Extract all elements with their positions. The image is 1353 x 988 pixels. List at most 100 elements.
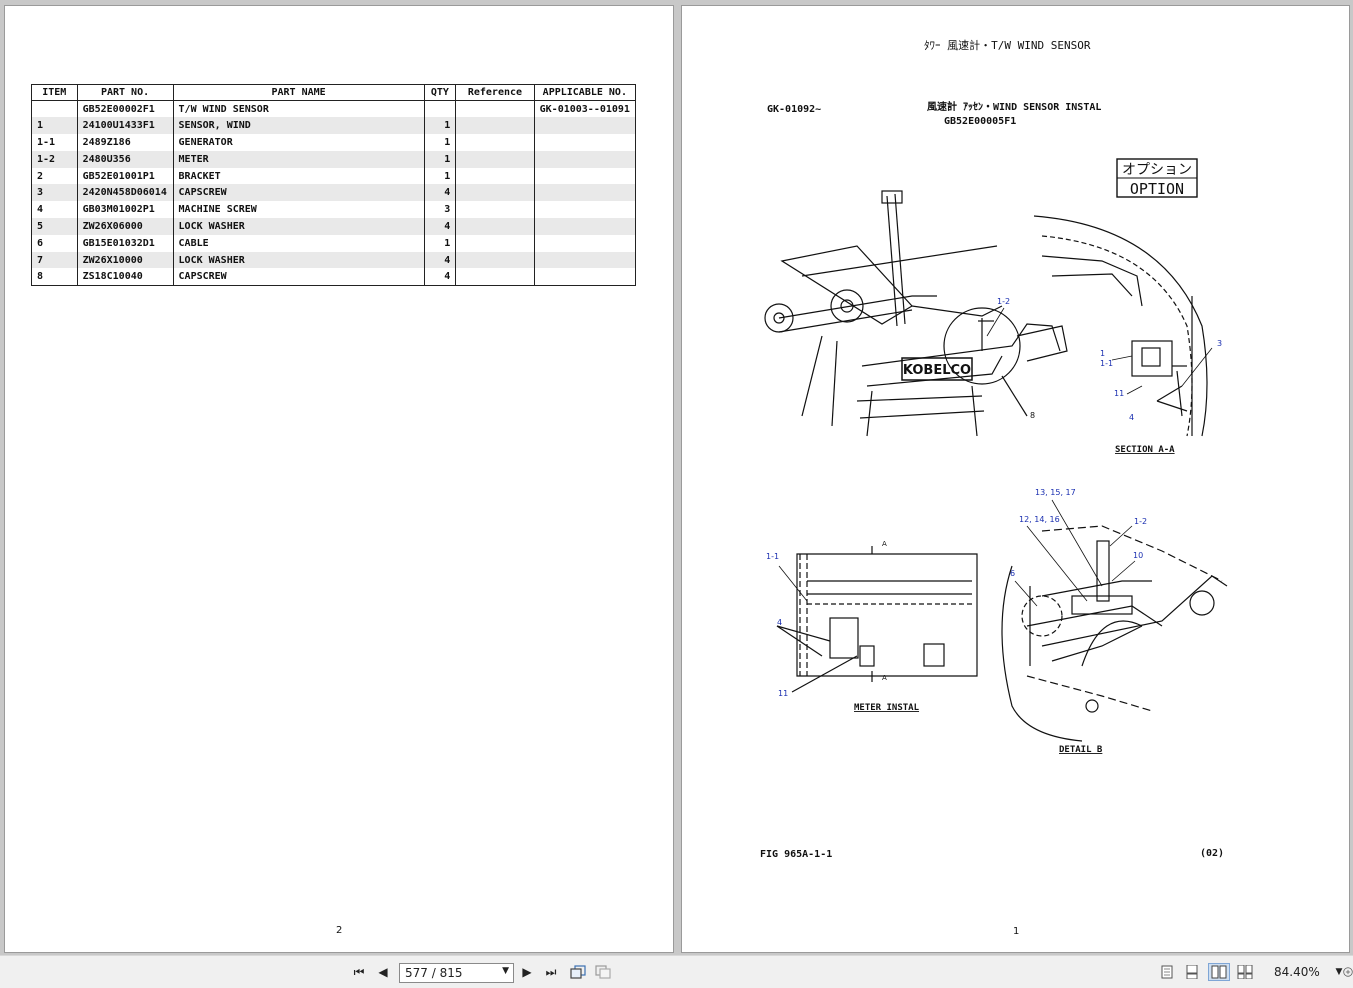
- callout-1-2: 1-2: [997, 297, 1010, 306]
- cell-item: 1-1: [31, 134, 78, 151]
- document-viewer: ITEM PART NO. PART NAME QTY Reference AP…: [4, 5, 1350, 953]
- meter-instal-label: METER INSTAL: [854, 703, 920, 713]
- cell-item: 6: [31, 234, 78, 252]
- cell-part-name: GENERATOR: [172, 134, 425, 151]
- cell-qty: [423, 100, 457, 118]
- cell-reference: [455, 218, 535, 235]
- cell-part-no: GB15E01032D1: [76, 234, 174, 252]
- cell-part-name: BRACKET: [172, 167, 425, 185]
- detail-b-drawing: [1001, 525, 1228, 742]
- cell-item: 4: [31, 201, 78, 219]
- first-page-button[interactable]: ⏮: [350, 963, 368, 981]
- callout-8: 8: [1030, 411, 1035, 420]
- cell-qty: 1: [423, 134, 457, 151]
- cell-item: 8: [31, 268, 78, 286]
- next-page-button[interactable]: ▶: [518, 963, 536, 981]
- cell-item: 5: [31, 218, 78, 235]
- cell-applicable: GK-01003--01091: [533, 100, 637, 118]
- cell-part-name: METER: [172, 150, 425, 168]
- callout-6: 6: [1010, 569, 1015, 578]
- page-number-display: 577 / 815: [405, 966, 463, 980]
- cell-reference: [455, 184, 535, 202]
- cell-reference: [455, 234, 535, 252]
- last-page-icon: ⏭: [545, 964, 557, 979]
- cell-reference: [455, 268, 535, 286]
- table-row: 1 24100U1433F1 SENSOR, WIND 1: [31, 117, 637, 135]
- navigation-toolbar: ⏮ ◀ 577 / 815 ▼ ▶ ⏭: [0, 955, 1353, 988]
- option-en-label: OPTION: [1130, 180, 1184, 198]
- assembly-title: 風速計 ｱｯｾﾝ・WIND SENSOR INSTAL: [927, 100, 1101, 113]
- last-page-button[interactable]: ⏭: [542, 963, 560, 981]
- callout-10: 10: [1133, 551, 1143, 560]
- option-badge: オプション OPTION: [1116, 158, 1198, 198]
- cell-part-name: LOCK WASHER: [172, 218, 425, 235]
- revision-number: (02): [1200, 848, 1224, 859]
- cell-item: 2: [31, 167, 78, 185]
- table-header-row: ITEM PART NO. PART NAME QTY Reference AP…: [31, 84, 637, 101]
- forward-view-icon: [595, 965, 611, 979]
- callout-13-15-17: 13, 15, 17: [1035, 488, 1076, 497]
- table-row: 8 ZS18C10040 CAPSCREW 4: [31, 268, 637, 286]
- two-page-view-button[interactable]: [1208, 963, 1230, 981]
- back-view-button[interactable]: [569, 963, 587, 981]
- brand-label: KOBELCO: [903, 363, 971, 378]
- zoom-dropdown-button[interactable]: ▼: [1330, 963, 1348, 981]
- continuous-view-button[interactable]: [1183, 963, 1201, 981]
- table-row: 6 GB15E01032D1 CABLE 1: [31, 234, 637, 252]
- zoom-in-icon: [1343, 967, 1353, 977]
- cell-qty: 4: [423, 218, 457, 235]
- cell-item: 1-2: [31, 150, 78, 168]
- meter-instal-drawing: [776, 546, 978, 693]
- cell-applicable: [533, 218, 637, 235]
- table-row: 2 GB52E01001P1 BRACKET 1: [31, 167, 637, 185]
- single-page-view-button[interactable]: [1158, 963, 1176, 981]
- cell-part-name: MACHINE SCREW: [172, 201, 425, 219]
- cell-reference: [455, 201, 535, 219]
- two-page-continuous-icon: [1237, 965, 1253, 979]
- cell-part-name: LOCK WASHER: [172, 251, 425, 269]
- two-page-continuous-view-button[interactable]: [1236, 963, 1254, 981]
- cell-applicable: [533, 268, 637, 286]
- two-page-icon: [1211, 965, 1227, 979]
- forward-view-button[interactable]: [594, 963, 612, 981]
- assembly-part-number: GB52E00005F1: [944, 116, 1016, 127]
- cell-applicable: [533, 134, 637, 151]
- continuous-page-icon: [1186, 965, 1198, 979]
- header-part-no: PART NO.: [76, 84, 174, 101]
- cell-part-no: 2420N458D06014: [76, 184, 174, 202]
- page-number-select[interactable]: 577 / 815 ▼: [399, 963, 514, 983]
- cell-part-name: CABLE: [172, 234, 425, 252]
- cell-reference: [455, 251, 535, 269]
- callout-11: 11: [1114, 389, 1124, 398]
- cell-qty: 4: [423, 184, 457, 202]
- cell-part-no: ZW26X06000: [76, 218, 174, 235]
- callout-1-1-meter: 1-1: [766, 552, 779, 561]
- previous-page-icon: ◀: [378, 965, 388, 979]
- table-row: 1-1 2489Z186 GENERATOR 1: [31, 134, 637, 151]
- cell-applicable: [533, 167, 637, 185]
- cell-part-no: 2480U356: [76, 150, 174, 168]
- header-reference: Reference: [455, 84, 535, 101]
- page-title: ﾀﾜｰ 風速計・T/W WIND SENSOR: [924, 38, 1091, 52]
- cell-part-no: ZW26X10000: [76, 251, 174, 269]
- cell-part-no: GB03M01002P1: [76, 201, 174, 219]
- previous-page-button[interactable]: ◀: [374, 963, 392, 981]
- page-right: ﾀﾜｰ 風速計・T/W WIND SENSOR GK-01092~ 風速計 ｱｯ…: [681, 5, 1350, 953]
- cell-applicable: [533, 201, 637, 219]
- cell-part-no: GB52E00002F1: [76, 100, 174, 118]
- header-part-name: PART NAME: [172, 84, 425, 101]
- cell-qty: 4: [423, 251, 457, 269]
- chevron-down-icon: ▼: [1335, 967, 1343, 977]
- table-row: 7 ZW26X10000 LOCK WASHER 4: [31, 251, 637, 269]
- zoom-level[interactable]: 84.40%: [1274, 965, 1320, 979]
- callout-1-2-detail: 1-2: [1134, 517, 1147, 526]
- callout-3: 3: [1217, 339, 1222, 348]
- figure-number: FIG 965A-1-1: [760, 849, 832, 860]
- cell-reference: [455, 150, 535, 168]
- cell-qty: 1: [423, 167, 457, 185]
- parts-table: ITEM PART NO. PART NAME QTY Reference AP…: [31, 84, 637, 286]
- zoom-in-button[interactable]: [1343, 963, 1353, 981]
- callout-4-meter: 4: [777, 618, 782, 627]
- cell-part-no: 24100U1433F1: [76, 117, 174, 135]
- table-row: 5 ZW26X06000 LOCK WASHER 4: [31, 218, 637, 235]
